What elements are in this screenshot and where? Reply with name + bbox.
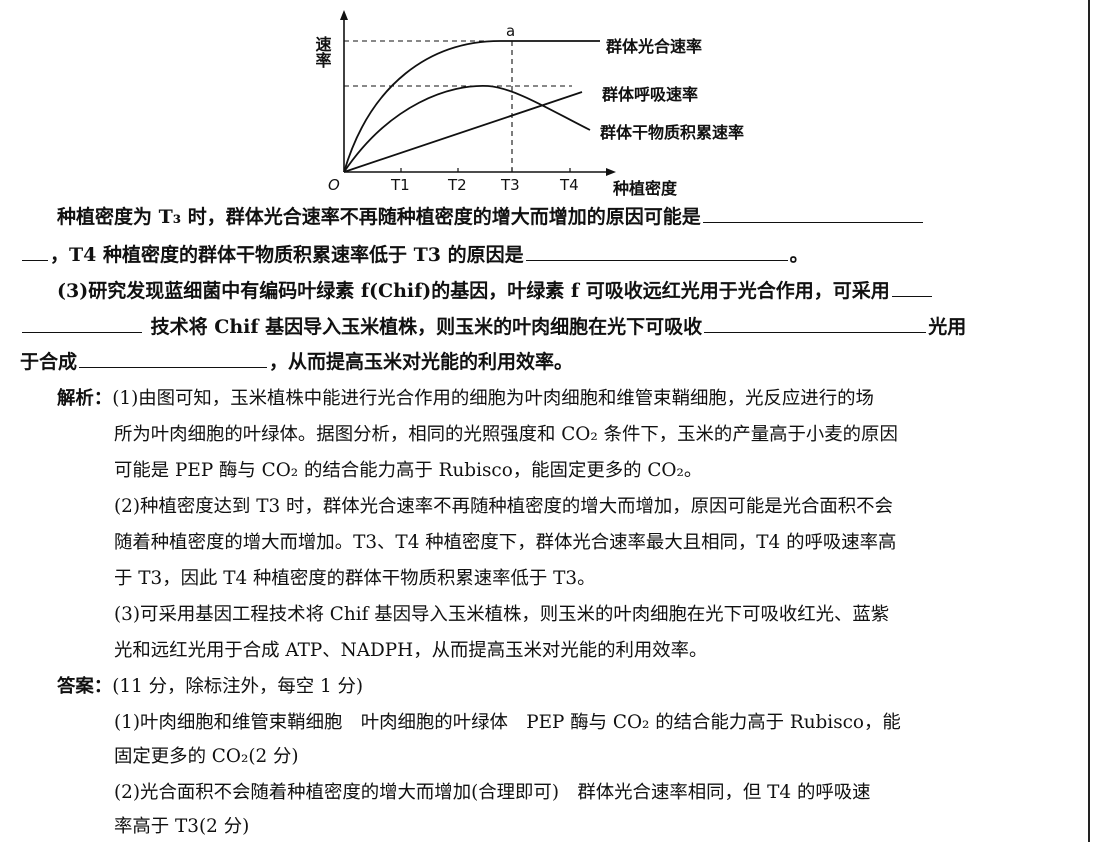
tick-label-t2: T2 bbox=[447, 176, 467, 194]
q2-text-2-end: 。 bbox=[789, 244, 809, 266]
q3-line-2: 技术将 Chif 基因导入玉米植株，则玉米的叶肉细胞在光下可吸收 光用 bbox=[20, 312, 966, 342]
curve-photosynthesis bbox=[343, 40, 600, 173]
answer-line-1: (1)叶肉细胞和维管束鞘细胞 叶肉细胞的叶绿体 PEP 酶与 CO₂ 的结合能力… bbox=[114, 712, 901, 733]
answer-line-0: 答案：(11 分，除标注外，每空 1 分) bbox=[57, 672, 363, 702]
q2-line-2: ，T4 种植密度的群体干物质积累速率低于 T3 的原因是 。 bbox=[20, 240, 809, 270]
curve-respiration bbox=[343, 91, 583, 173]
curve-accumulation bbox=[343, 85, 591, 173]
x-axis-arrow bbox=[606, 168, 616, 176]
series-label-accumulation: 群体干物质积累速率 bbox=[600, 123, 744, 142]
q3-text-3a: 于合成 bbox=[20, 351, 78, 373]
q3-blank-2[interactable] bbox=[704, 314, 927, 333]
answer-line-2: 固定更多的 CO₂(2 分) bbox=[114, 746, 299, 767]
series-label-respiration: 群体呼吸速率 bbox=[602, 85, 698, 104]
q2-text-2: ，T4 种植密度的群体干物质积累速率低于 T3 的原因是 bbox=[50, 244, 524, 266]
q3-line-1: (3)研究发现蓝细菌中有编码叶绿素 f(Chif)的基因，叶绿素 f 可吸收远红… bbox=[57, 276, 934, 306]
analysis-line-2: 所为叶肉细胞的叶绿体。据图分析，相同的光照强度和 CO₂ 条件下，玉米的产量高于… bbox=[114, 424, 898, 445]
tick-label-t1: T1 bbox=[390, 176, 410, 194]
q2-blank-1-cont[interactable] bbox=[22, 242, 48, 261]
tick-label-t4: T4 bbox=[559, 176, 579, 194]
analysis-line-8: 光和远红光用于合成 ATP、NADPH，从而提高玉米对光能的利用效率。 bbox=[114, 640, 708, 661]
y-axis-label: 速率 bbox=[313, 36, 332, 69]
q3-text-3b: ，从而提高玉米对光能的利用效率。 bbox=[269, 351, 574, 373]
analysis-line-5: 随着种植密度的增大而增加。T3、T4 种植密度下，群体光合速率最大且相同，T4 … bbox=[114, 532, 897, 553]
answer-label: 答案： bbox=[57, 676, 113, 697]
q3-text-1: (3)研究发现蓝细菌中有编码叶绿素 f(Chif)的基因，叶绿素 f 可吸收远红… bbox=[57, 280, 890, 302]
answer-note: (11 分，除标注外，每空 1 分) bbox=[112, 676, 364, 697]
rate-curve-diagram: 速率 O a T1 T2 T3 T4 种植密度 群体光合速率 群体呼吸速率 群体… bbox=[313, 10, 744, 198]
q3-blank-3[interactable] bbox=[79, 349, 268, 368]
page-edge-rule bbox=[1088, 0, 1090, 842]
q2-blank-2[interactable] bbox=[525, 242, 788, 261]
point-a-label: a bbox=[506, 22, 515, 40]
q2-text-1: 种植密度为 T₃ 时，群体光合速率不再随种植密度的增大而增加的原因可能是 bbox=[57, 206, 701, 228]
series-label-photosynthesis: 群体光合速率 bbox=[606, 37, 702, 56]
tick-label-t3: T3 bbox=[500, 176, 520, 194]
q2-blank-1[interactable] bbox=[702, 204, 923, 223]
analysis-line-7: (3)可采用基因工程技术将 Chif 基因导入玉米植株，则玉米的叶肉细胞在光下可… bbox=[114, 604, 890, 625]
q3-line-3: 于合成 ，从而提高玉米对光能的利用效率。 bbox=[20, 347, 573, 377]
q2-line-1: 种植密度为 T₃ 时，群体光合速率不再随种植密度的增大而增加的原因可能是 bbox=[57, 202, 925, 232]
analysis-line-6: 于 T3，因此 T4 种植密度的群体干物质积累速率低于 T3。 bbox=[114, 568, 596, 589]
answer-line-3: (2)光合面积不会随着种植密度的增大而增加(合理即可) 群体光合速率相同，但 T… bbox=[114, 782, 871, 803]
rate-density-figure: 速率 O a T1 T2 T3 T4 种植密度 群体光合速率 群体呼吸速率 群体… bbox=[300, 4, 800, 200]
analysis-text-1: (1)由图可知，玉米植株中能进行光合作用的细胞为叶肉细胞和维管束鞘细胞，光反应进… bbox=[112, 388, 874, 409]
q3-text-2a: 技术将 Chif 基因导入玉米植株，则玉米的叶肉细胞在光下可吸收 bbox=[150, 316, 703, 338]
analysis-line-1: 解析：(1)由图可知，玉米植株中能进行光合作用的细胞为叶肉细胞和维管束鞘细胞，光… bbox=[57, 384, 874, 414]
q3-text-2b: 光用 bbox=[928, 316, 967, 338]
q3-blank-1[interactable] bbox=[891, 278, 932, 297]
x-axis-label: 种植密度 bbox=[612, 179, 678, 198]
analysis-label: 解析： bbox=[57, 388, 113, 409]
analysis-line-4: (2)种植密度达到 T3 时，群体光合速率不再随种植密度的增大而增加，原因可能是… bbox=[114, 496, 893, 517]
y-axis-arrow bbox=[340, 10, 348, 20]
q3-blank-1-cont[interactable] bbox=[22, 314, 142, 333]
answer-line-4: 率高于 T3(2 分) bbox=[114, 816, 250, 837]
analysis-line-3: 可能是 PEP 酶与 CO₂ 的结合能力高于 Rubisco，能固定更多的 CO… bbox=[114, 460, 703, 481]
origin-label: O bbox=[328, 176, 340, 194]
